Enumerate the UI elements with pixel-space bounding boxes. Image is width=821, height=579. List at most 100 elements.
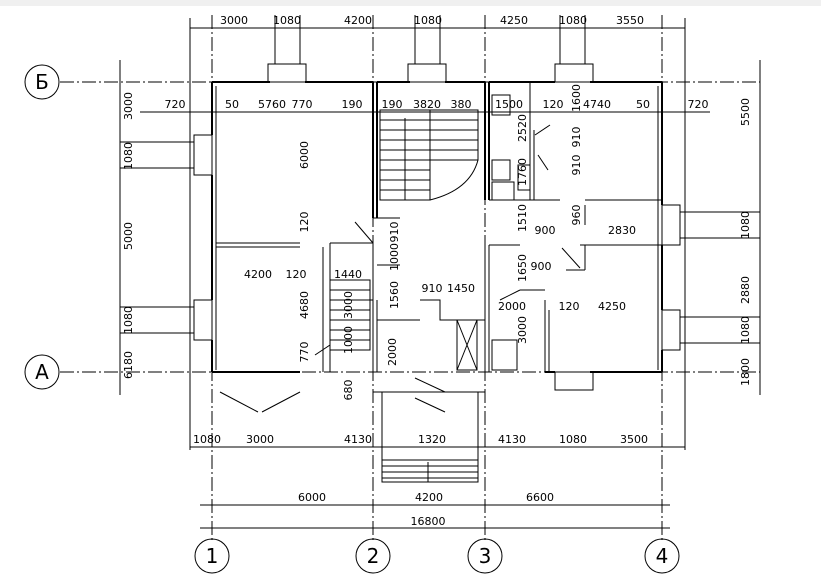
side-staircase — [329, 279, 371, 351]
dim-inner-1: 50 — [225, 98, 239, 111]
axis-label-2: 2 — [367, 544, 380, 568]
dim-int-22: 1510 — [516, 204, 529, 232]
axis-bubble-b: Б — [24, 64, 60, 100]
dim-int-18: 910 — [570, 127, 583, 148]
dim-int-2: 4200 — [244, 268, 272, 281]
windows — [120, 15, 760, 391]
dim-right-0: 5500 — [739, 98, 752, 126]
dim-left-2: 5000 — [122, 222, 135, 250]
dim-top-3: 1080 — [414, 14, 442, 27]
dim-top-2: 4200 — [344, 14, 372, 27]
dim-int-3: 120 — [286, 268, 307, 281]
dim-top-5: 1080 — [559, 14, 587, 27]
dim-left-3: 1080 — [122, 306, 135, 334]
dim-right-2: 2880 — [739, 276, 752, 304]
doors — [219, 124, 585, 413]
dim-int-9: 680 — [342, 380, 355, 401]
dim-axis-0: 6000 — [298, 491, 326, 504]
axis-bubble-2: 2 — [355, 538, 391, 574]
axis-bubble-a: А — [24, 354, 60, 390]
dim-axis-2: 6600 — [526, 491, 554, 504]
dim-top-6: 3550 — [616, 14, 644, 27]
main-staircase — [379, 109, 479, 201]
dim-inner-9: 120 — [543, 98, 564, 111]
dim-right-1: 1080 — [739, 211, 752, 239]
dim-int-26: 900 — [531, 260, 552, 273]
dim-int-30: 3000 — [516, 316, 529, 344]
dim-int-12: 1560 — [388, 281, 401, 309]
axis-bubble-4: 4 — [644, 538, 680, 574]
dim-inner-7: 380 — [451, 98, 472, 111]
dim-inner-10: 4740 — [583, 98, 611, 111]
axis-label-a: А — [35, 360, 49, 384]
dim-int-21: 960 — [570, 205, 583, 226]
dim-bottom-0: 1080 — [193, 433, 221, 446]
dim-int-20: 910 — [570, 155, 583, 176]
dim-int-14: 1450 — [447, 282, 475, 295]
dim-inner-2: 5760 — [258, 98, 286, 111]
dim-int-11: 1000 — [388, 243, 401, 271]
dim-left-1: 1080 — [122, 142, 135, 170]
dim-bottom-1: 3000 — [246, 433, 274, 446]
dim-int-17: 1600 — [570, 84, 583, 112]
dim-int-1: 120 — [298, 212, 311, 233]
dim-inner-12: 720 — [688, 98, 709, 111]
dims-bottom: 1080 3000 4130 1320 4130 1080 3500 — [193, 433, 648, 446]
dim-left-4: 6180 — [122, 351, 135, 379]
dim-total: 16800 — [411, 515, 446, 528]
dim-int-24: 2830 — [608, 224, 636, 237]
axis-label-b: Б — [35, 70, 49, 94]
dim-int-0: 6000 — [298, 141, 311, 169]
dim-top-4: 4250 — [500, 14, 528, 27]
dim-inner-3: 770 — [292, 98, 313, 111]
entrance-steps — [373, 391, 485, 483]
dims-left: 3000 1080 5000 1080 6180 — [122, 92, 135, 379]
dim-top-0: 3000 — [220, 14, 248, 27]
dim-bottom-2: 4130 — [344, 433, 372, 446]
dimension-lines — [119, 18, 761, 529]
fixtures — [456, 94, 531, 371]
dim-int-19: 1760 — [516, 158, 529, 186]
dim-int-28: 120 — [559, 300, 580, 313]
dim-int-4: 4680 — [298, 291, 311, 319]
dim-int-7: 3000 — [342, 291, 355, 319]
dim-int-13: 910 — [422, 282, 443, 295]
dim-bottom-4: 4130 — [498, 433, 526, 446]
dim-axis-1: 4200 — [415, 491, 443, 504]
dim-int-5: 770 — [298, 342, 311, 363]
dim-right-4: 1800 — [739, 358, 752, 386]
dim-inner-4: 190 — [342, 98, 363, 111]
axis-bubble-1: 1 — [194, 538, 230, 574]
dim-int-16: 2520 — [516, 114, 529, 142]
dims-inner: 720 50 5760 770 190 190 3820 380 1500 12… — [165, 98, 709, 111]
axis-label-3: 3 — [479, 544, 492, 568]
dim-int-25: 1650 — [516, 254, 529, 282]
dims-top: 3000 1080 4200 1080 4250 1080 3550 — [220, 14, 644, 27]
dim-int-29: 4250 — [598, 300, 626, 313]
dim-bottom-6: 3500 — [620, 433, 648, 446]
dim-inner-8: 1500 — [495, 98, 523, 111]
axis-label-4: 4 — [656, 544, 669, 568]
dim-right-3: 1080 — [739, 316, 752, 344]
dim-int-15: 2000 — [386, 338, 399, 366]
dim-inner-6: 3820 — [413, 98, 441, 111]
exterior-walls — [211, 81, 663, 373]
dim-int-6: 1440 — [334, 268, 362, 281]
dim-top-1: 1080 — [273, 14, 301, 27]
dim-bottom-5: 1080 — [559, 433, 587, 446]
dim-inner-5: 190 — [382, 98, 403, 111]
dim-int-10: 910 — [388, 222, 401, 243]
dims-axis: 6000 4200 6600 16800 — [298, 491, 554, 528]
dim-bottom-3: 1320 — [418, 433, 446, 446]
dim-inner-0: 720 — [165, 98, 186, 111]
dim-left-0: 3000 — [122, 92, 135, 120]
axis-bubble-3: 3 — [467, 538, 503, 574]
dims-interior: 6000 120 4200 120 4680 770 1440 3000 100… — [244, 84, 636, 401]
dim-int-23: 900 — [535, 224, 556, 237]
axis-label-1: 1 — [206, 544, 219, 568]
dim-int-8: 1000 — [342, 326, 355, 354]
dim-int-27: 2000 — [498, 300, 526, 313]
dim-inner-11: 50 — [636, 98, 650, 111]
dims-right: 5500 1080 2880 1080 1800 — [739, 98, 752, 386]
